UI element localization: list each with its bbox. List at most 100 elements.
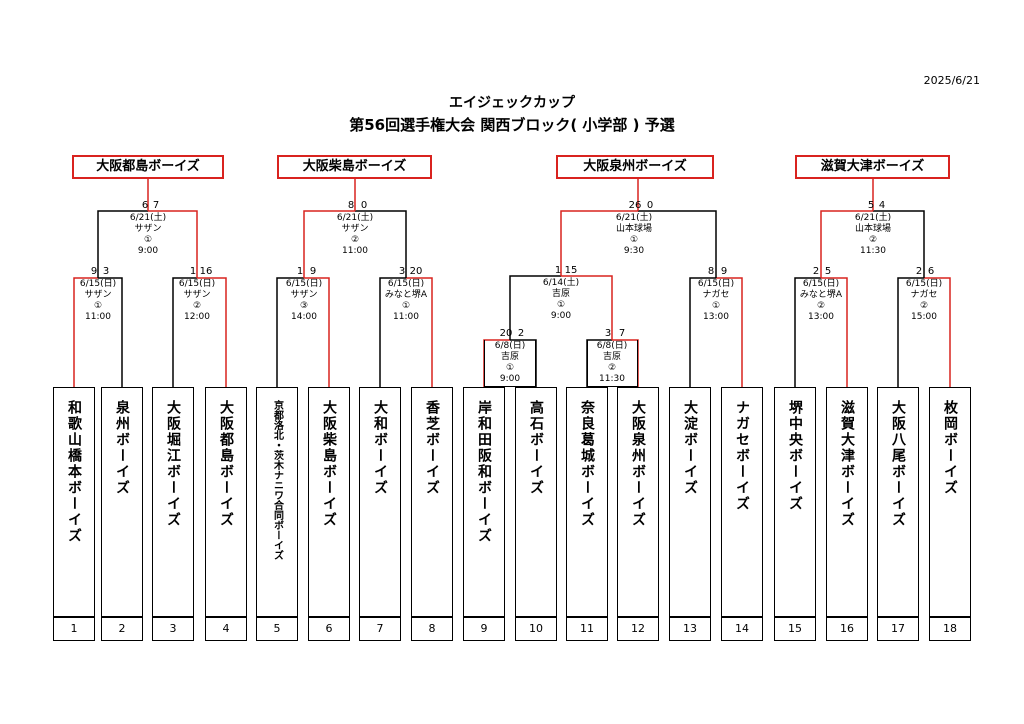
score-m3-right: 9	[309, 266, 317, 277]
match-info-f1: 6/21(土) サザン ① 9:00	[113, 213, 183, 257]
score-f3-right: 0	[646, 200, 654, 211]
team-number-6: 6	[308, 617, 350, 641]
match-info-f4: 6/21(土) 山本球場 ② 11:30	[838, 213, 908, 257]
team-name: 大阪泉州ボーイズ	[630, 400, 646, 528]
match-time: 9:00	[137, 246, 159, 256]
match-game-no: ②	[919, 301, 929, 311]
match-info-m10: 6/15(日) ナガセ ② 15:00	[889, 279, 959, 323]
match-date: 6/15(日)	[697, 279, 735, 289]
team-number-14: 14	[721, 617, 763, 641]
team-box-2: 泉州ボーイズ	[101, 387, 143, 617]
line-t4	[197, 277, 227, 387]
team-number-16: 16	[826, 617, 868, 641]
score-m9-left: 2	[812, 266, 820, 277]
match-game-no: ③	[299, 301, 309, 311]
match-info-m4: 6/15(日) みなと堺A ① 11:00	[371, 279, 441, 323]
team-name: 大阪堀江ボーイズ	[165, 400, 181, 528]
match-date: 6/15(日)	[79, 279, 117, 289]
team-name: ナガセボーイズ	[734, 400, 750, 512]
match-box-m5	[484, 340, 536, 387]
team-box-9: 岸和田阪和ボーイズ	[463, 387, 505, 617]
team-number-4: 4	[205, 617, 247, 641]
match-info-m1: 6/15(日) サザン ① 11:00	[63, 279, 133, 323]
team-number-18: 18	[929, 617, 971, 641]
score-m8-right: 9	[720, 266, 728, 277]
team-box-10: 高石ボーイズ	[515, 387, 557, 617]
team-name: 大阪都島ボーイズ	[218, 400, 234, 528]
score-m6-right: 7	[618, 328, 626, 339]
line-t8	[406, 277, 433, 387]
tournament-title: 第56回選手権大会 関西ブロック( 小学部 ) 予選	[349, 116, 675, 134]
match-date: 6/8(日)	[494, 341, 526, 351]
line-t3	[172, 277, 197, 387]
line-t13	[689, 277, 716, 387]
team-name: 和歌山橋本ボーイズ	[66, 400, 82, 544]
match-time: 11:00	[342, 246, 368, 256]
score-f4-right: 4	[878, 200, 886, 211]
match-venue: サザン	[341, 224, 369, 234]
line-t10	[510, 339, 537, 387]
team-name: 泉州ボーイズ	[114, 400, 130, 496]
team-box-17: 大阪八尾ボーイズ	[877, 387, 919, 617]
score-m7-left: 1	[554, 265, 562, 276]
score-f3-left: 26	[628, 200, 642, 211]
score-m2-left: 1	[189, 266, 197, 277]
match-date: 6/14(土)	[542, 278, 580, 288]
score-m2-right: 16	[199, 266, 213, 277]
team-name: 大阪柴島ボーイズ	[321, 400, 337, 528]
score-m9-right: 5	[824, 266, 832, 277]
match-time: 12:00	[184, 312, 210, 322]
match-time: 13:00	[703, 312, 729, 322]
team-number-12: 12	[617, 617, 659, 641]
match-box-m6	[587, 340, 638, 387]
team-box-13: 大淀ボーイズ	[669, 387, 711, 617]
team-box-11: 奈良葛城ボーイズ	[566, 387, 608, 617]
score-m8-left: 8	[707, 266, 715, 277]
team-box-3: 大阪堀江ボーイズ	[152, 387, 194, 617]
team-name: 枚岡ボーイズ	[942, 400, 958, 496]
team-name: 高石ボーイズ	[528, 400, 544, 496]
match-game-no: ①	[401, 301, 411, 311]
line-c-sf-left	[509, 275, 561, 340]
team-number-15: 15	[774, 617, 816, 641]
match-game-no: ①	[556, 300, 566, 310]
match-date: 6/21(土)	[854, 213, 892, 223]
line-d-right	[873, 210, 925, 278]
team-name: 奈良葛城ボーイズ	[579, 400, 595, 528]
score-f4-left: 5	[867, 200, 875, 211]
match-game-no: ②	[192, 301, 202, 311]
match-time: 14:00	[291, 312, 317, 322]
team-box-12: 大阪泉州ボーイズ	[617, 387, 659, 617]
team-number-17: 17	[877, 617, 919, 641]
block-c-winner: 大阪泉州ボーイズ	[556, 155, 714, 179]
match-time: 13:00	[808, 312, 834, 322]
team-number-3: 3	[152, 617, 194, 641]
match-time: 11:30	[860, 246, 886, 256]
match-time: 9:00	[499, 374, 521, 384]
match-time: 11:00	[85, 312, 111, 322]
line-d-left	[820, 210, 873, 278]
match-date: 6/15(日)	[387, 279, 425, 289]
match-game-no: ①	[711, 301, 721, 311]
match-venue: みなと堺A	[799, 290, 843, 300]
match-venue: 吉原	[500, 352, 519, 362]
team-box-5: 京都洛北・茨木ナニワ合同ボーイズ	[256, 387, 298, 617]
match-venue: ナガセ	[702, 290, 730, 300]
match-date: 6/21(土)	[615, 213, 653, 223]
score-m1-left: 9	[90, 266, 98, 277]
score-m3-left: 1	[296, 266, 304, 277]
line-t1	[73, 277, 98, 387]
line-b-right	[355, 210, 407, 278]
score-f1-right: 7	[152, 200, 160, 211]
team-name: 大淀ボーイズ	[682, 400, 698, 496]
match-date: 6/15(日)	[285, 279, 323, 289]
match-info-m3: 6/15(日) サザン ③ 14:00	[269, 279, 339, 323]
match-venue: 吉原	[551, 289, 570, 299]
line-t5	[276, 277, 304, 387]
match-time: 11:30	[599, 374, 625, 384]
team-number-10: 10	[515, 617, 557, 641]
team-box-4: 大阪都島ボーイズ	[205, 387, 247, 617]
match-venue: サザン	[183, 290, 211, 300]
line-t14	[716, 277, 743, 387]
